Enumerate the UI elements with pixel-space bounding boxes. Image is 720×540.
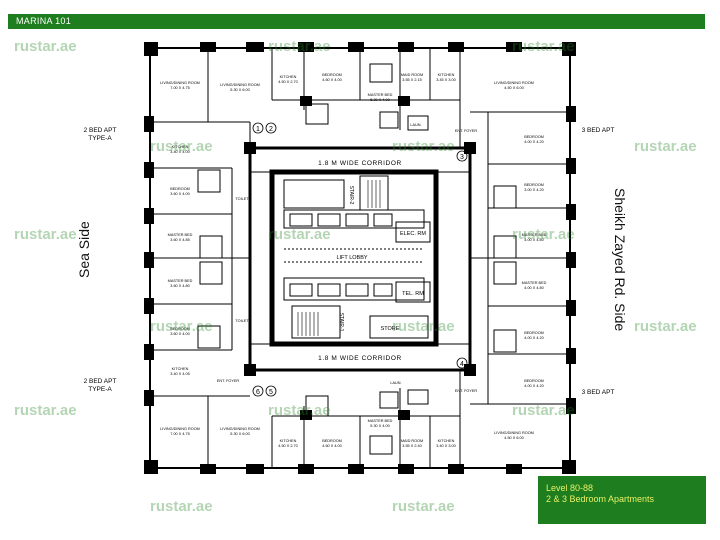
room-name-label: MASTER BED [368,93,393,97]
corridor-bottom-label: 1.8 M WIDE CORRIDOR [318,355,402,362]
room-dimension-label: 4.50 X 6.00 [504,86,523,90]
room-dimension-label: 4.50 X 2.70 [278,80,297,84]
room-dimension-label: 3.60 X 4.00 [170,192,189,196]
legend-level: Level 80-88 [546,483,594,493]
road-side-text: Sheikh Zayed Rd. Side [612,188,628,332]
marker-3: 3 [460,154,464,161]
room-dimension-label: 3.45 X 3.00 [436,78,455,82]
apt-label-2bed-bottom: 2 BED APT [84,378,117,385]
laundry-label-bottom: LAUN. [390,381,401,385]
room-dimension-label: 4.00 X 4.20 [524,336,543,340]
room-name-label: BEDROOM [322,439,342,443]
room-dimension-label: 4.60 X 4.00 [322,444,341,448]
road-side-label: Sheikh Zayed Rd. Side [612,188,628,331]
room-dimension-label: 3.00 X 4.20 [524,188,543,192]
room-name-label: BEDROOM [524,183,544,187]
apt-label-3bed-top: 3 BED APT [582,127,615,134]
room-name-label: KITCHEN [172,367,189,371]
corridor-top-label: 1.8 M WIDE CORRIDOR [318,160,402,167]
room-dimension-label: 5.30 X 4.00 [370,424,389,428]
apt-type-2bed-top: TYPE-A [88,135,112,142]
lift-lobby-label: LIFT LOBBY [336,255,367,261]
core-outer [248,146,472,372]
laundry-label-top: LAUN. [410,123,421,127]
stair-2-label: STAIR-2 [348,186,354,205]
room-name-label: KITCHEN [172,145,189,149]
apt-label-3bed-bottom: 3 BED APT [582,389,615,396]
room-name-label: KITCHEN [438,73,455,77]
toilet-label-bottom: TOILET [235,319,249,323]
room-dimension-label: 4.00 X 4.80 [524,238,543,242]
room-name-label: BEDROOM [170,187,190,191]
header-bar: MARINA 101 [8,14,705,29]
room-dimension-label: 3.60 X 4.85 [170,238,189,242]
room-name-label: BEDROOM [524,331,544,335]
room-name-label: BEDROOM [524,135,544,139]
tel-room-label: TEL. RM [402,291,424,297]
room-dimension-label: 3.40 X 4.05 [170,372,189,376]
room-name-label: MASTER BED [168,279,193,283]
room-name-label: LIVING/DINING ROOM [160,427,200,431]
room-name-label: LIVING/DINING ROOM [494,81,534,85]
header-title: MARINA 101 [16,16,72,26]
room-dimension-label: 4.50 X 2.70 [278,444,297,448]
room-dimension-label: 4.00 X 4.20 [524,384,543,388]
structural-columns [144,42,576,474]
room-dimension-label: 4.00 X 4.20 [524,140,543,144]
foyer-label-bottom: ENT. FOYER [455,389,478,393]
room-dimension-label: 3.60 X 4.80 [170,284,189,288]
room-name-label: MAID ROOM [401,439,423,443]
room-name-label: KITCHEN [280,75,297,79]
room-name-label: LIVING/DINING ROOM [160,81,200,85]
room-name-label: LIVING/DINING ROOM [220,83,260,87]
room-name-label: MASTER BED [368,419,393,423]
room-name-label: MASTER BED [168,233,193,237]
marker-5: 5 [269,389,273,396]
room-name-label: KITCHEN [280,439,297,443]
room-dimension-label: 3.55 X 2.15 [402,78,421,82]
room-name-label: MASTER BED [522,281,547,285]
room-dimension-label: 4.50 X 6.00 [504,436,523,440]
apt-label-2bed-top: 2 BED APT [84,127,117,134]
room-name-label: KITCHEN [438,439,455,443]
marker-1: 1 [256,126,260,133]
room-dimension-label: 5.30 X 6.00 [230,88,249,92]
room-dimension-label: 5.30 X 6.00 [230,432,249,436]
room-dimension-label: 7.00 X 4.75 [170,86,189,90]
store-label: STORE [381,326,400,332]
foyer-label-left: ENT. FOYER [217,379,240,383]
sea-side-label: Sea Side [76,221,92,278]
room-name-label: BEDROOM [322,73,342,77]
room-dimension-label: 4.00 X 4.80 [524,286,543,290]
foyer-label-top: ENT. FOYER [455,129,478,133]
marker-6: 6 [256,389,260,396]
legend-type: 2 & 3 Bedroom Apartments [546,494,655,504]
elec-room-label: ELEC. RM [400,231,426,237]
room-name-label: BEDROOM [524,379,544,383]
marker-2: 2 [269,126,273,133]
apt-type-2bed-bottom: TYPE-A [88,386,112,393]
room-dimension-label: 3.40 X 3.00 [436,444,455,448]
room-dimension-label: 3.40 X 4.00 [170,150,189,154]
room-dimension-label: 7.00 X 4.75 [170,432,189,436]
room-name-label: LIVING/DINING ROOM [494,431,534,435]
sea-side-text: Sea Side [76,221,92,278]
room-dimension-label: 3.55 X 2.40 [402,444,421,448]
room-dimension-label: 5.30 X 4.00 [370,98,389,102]
toilet-label-top: TOILET [235,197,249,201]
legend-box: Level 80-88 2 & 3 Bedroom Apartments [538,476,706,524]
stair-1-label: STAIR-1 [338,313,344,332]
room-name-label: MASTER BED [522,233,547,237]
room-name-label: LIVING/DINING ROOM [220,427,260,431]
marker-4: 4 [460,361,464,368]
room-dimension-label: 3.60 X 4.00 [170,332,189,336]
room-name-label: BEDROOM [170,327,190,331]
room-name-label: MAID ROOM [401,73,423,77]
room-dimension-label: 4.60 X 4.00 [322,78,341,82]
